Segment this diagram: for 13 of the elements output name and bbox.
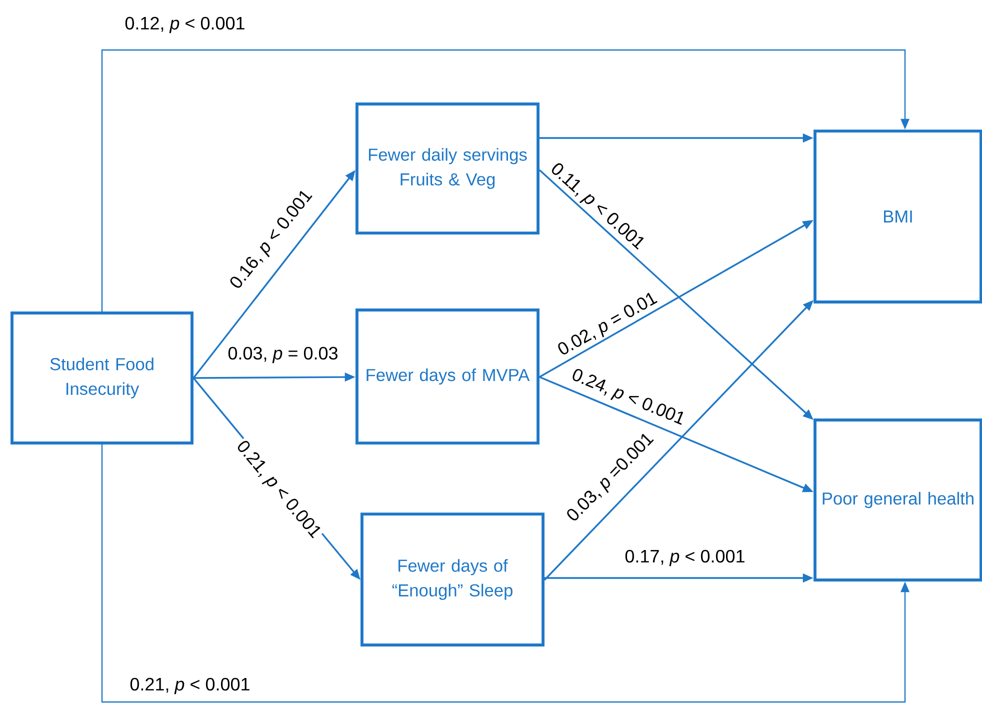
edge-label: 0.12, p < 0.001 bbox=[123, 16, 247, 34]
process-box: Fewer daily servings Fruits & Veg bbox=[356, 102, 540, 234]
edge-label: 0.24, p < 0.001 bbox=[567, 366, 689, 430]
edge-label: 0.17, p < 0.001 bbox=[623, 548, 747, 568]
arrow bbox=[101, 49, 910, 312]
process-box: Poor general health bbox=[814, 418, 982, 582]
process-box: Student Food Insecurity bbox=[10, 312, 194, 444]
edge-label: 0.02, p = 0.01 bbox=[554, 288, 662, 362]
process-box: BMI bbox=[814, 130, 982, 304]
process-box: Fewer days of “Enough” Sleep bbox=[360, 512, 544, 646]
edge-label: 0.21, p < 0.001 bbox=[128, 676, 252, 696]
edge-label: 0.03, p = 0.03 bbox=[226, 346, 340, 364]
process-box: Fewer days of MVPA bbox=[356, 308, 540, 444]
